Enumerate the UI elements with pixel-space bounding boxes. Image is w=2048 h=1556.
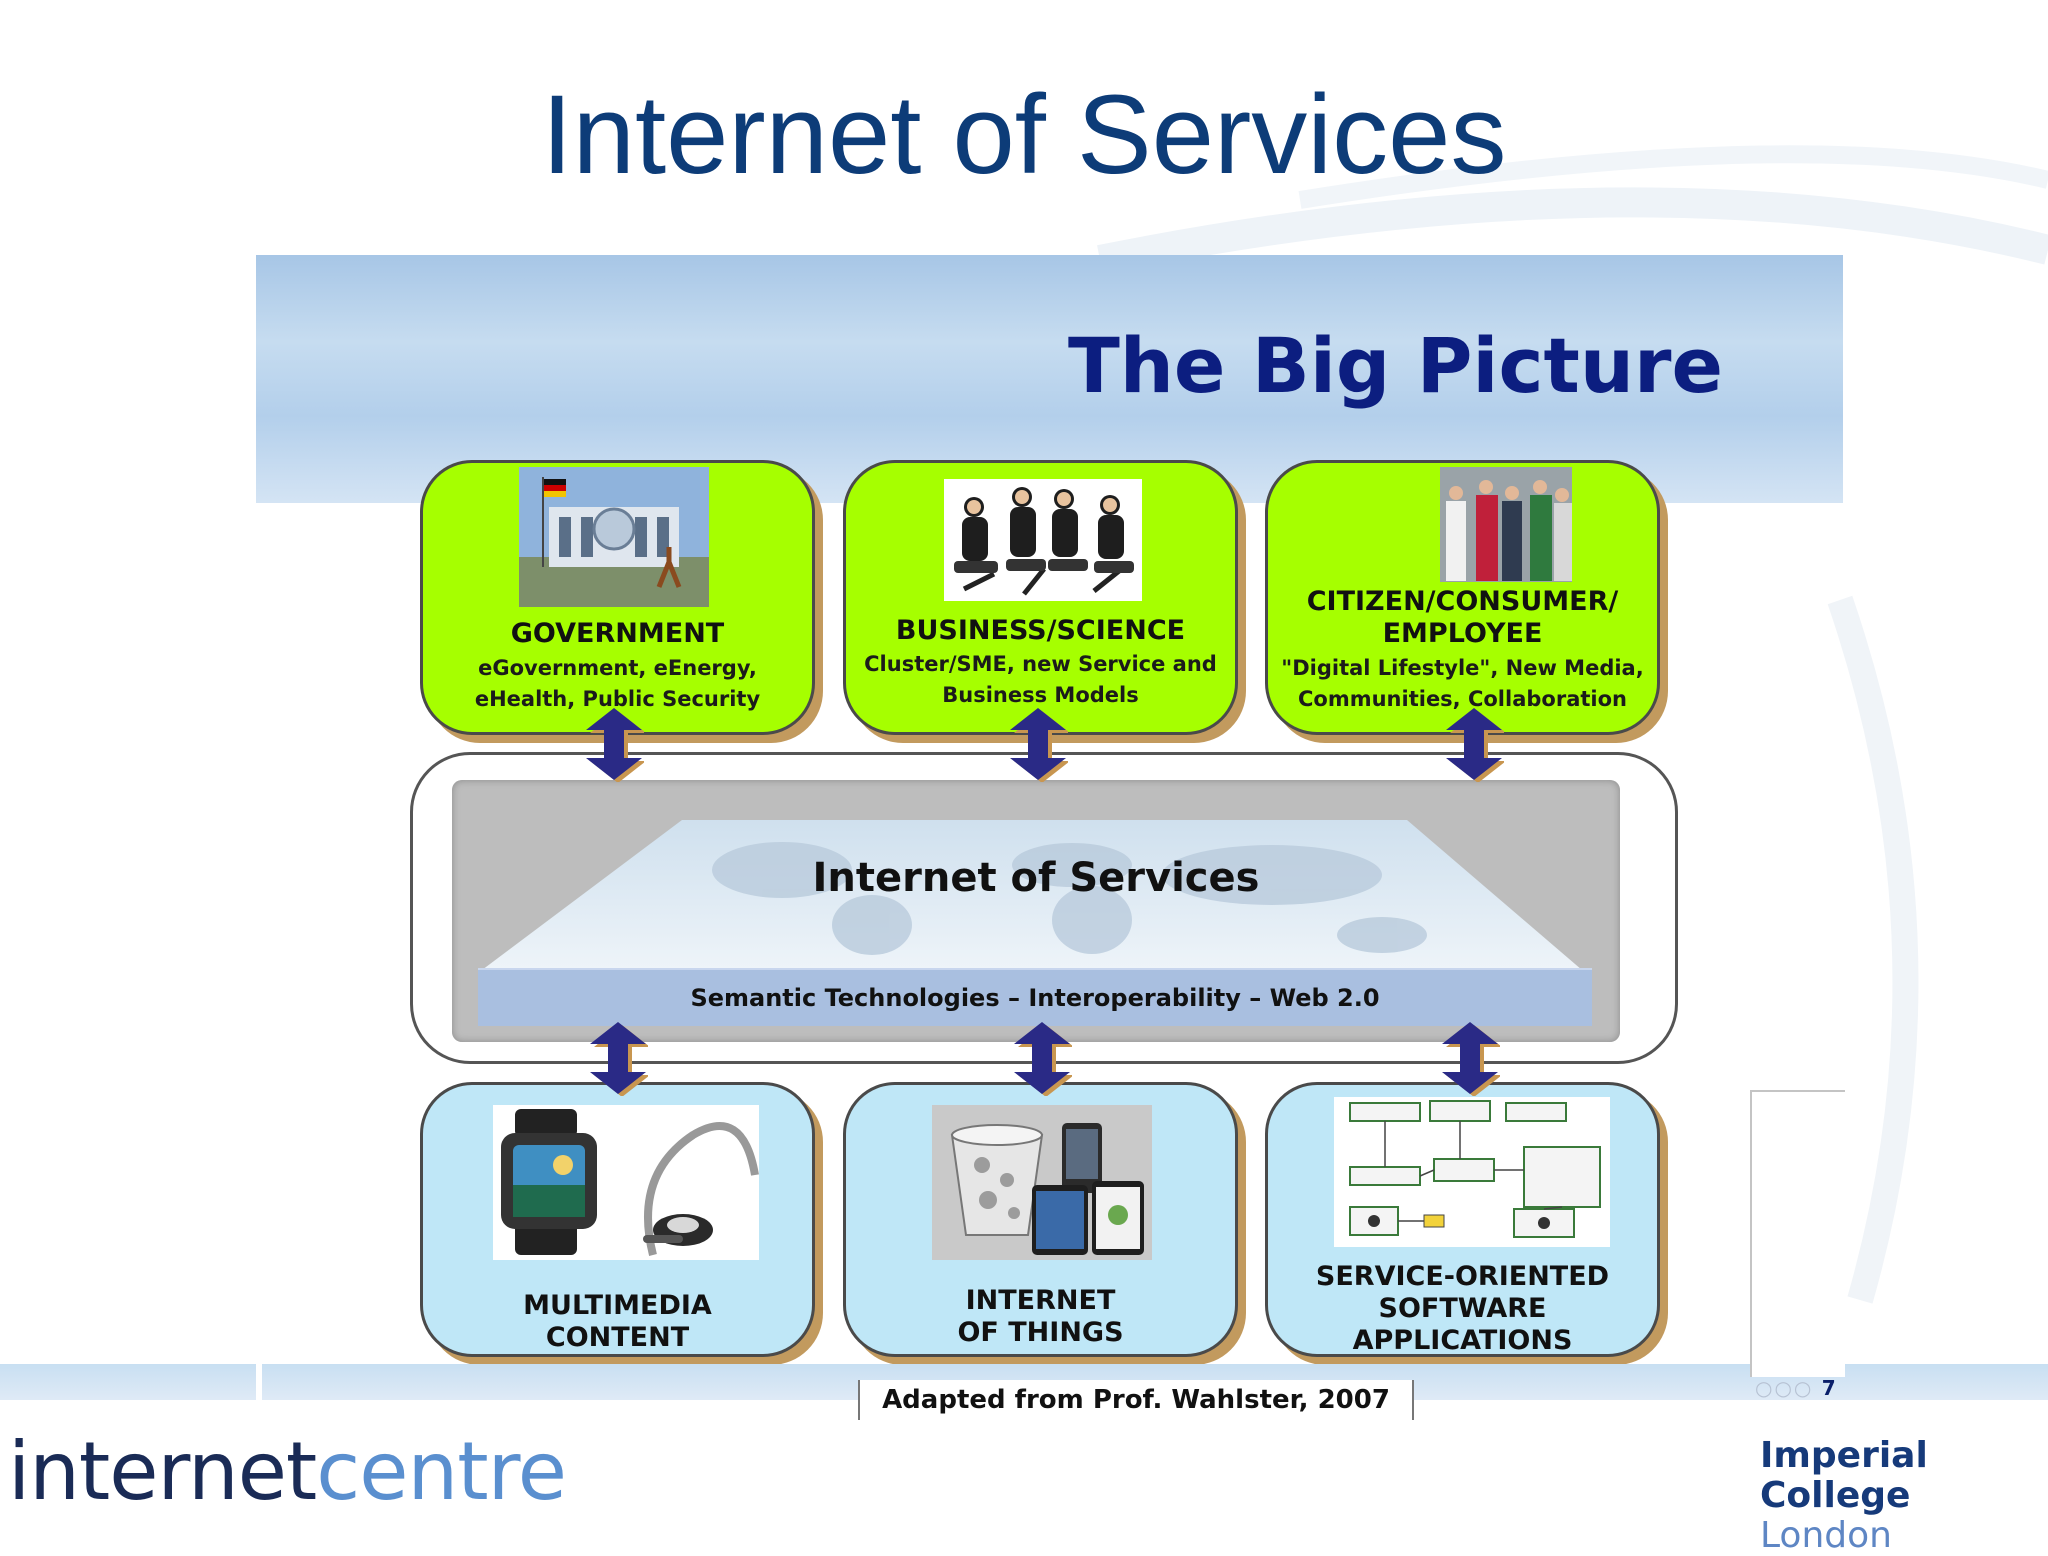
- slide-title: Internet of Services: [541, 72, 1507, 197]
- card-heading: SERVICE-ORIENTED SOFTWARE APPLICATIONS: [1315, 1261, 1610, 1356]
- double-arrow-icon: [1010, 708, 1068, 782]
- card-multimedia-content: MULTIMEDIA CONTENT: [420, 1082, 815, 1357]
- logo-imperial-college: Imperial College: [1760, 1435, 1928, 1516]
- double-arrow-icon: [586, 708, 644, 782]
- double-arrow-icon: [1442, 1022, 1500, 1096]
- card-description: Cluster/SME, new Service and Business Mo…: [864, 652, 1217, 707]
- double-arrow-icon: [1014, 1022, 1072, 1096]
- double-arrow-icon: [1446, 708, 1504, 782]
- card-description: "Digital Lifestyle", New Media, Communit…: [1281, 656, 1644, 711]
- logo-london: London: [1760, 1515, 1892, 1556]
- double-arrow-icon: [590, 1022, 648, 1096]
- side-panel: [1750, 1090, 1845, 1377]
- card-heading: MULTIMEDIA CONTENT: [523, 1290, 712, 1353]
- slide-number: ○○○ 7: [1755, 1376, 1838, 1400]
- card-heading: BUSINESS/SCIENCE: [895, 615, 1186, 646]
- government-building-image: [519, 467, 709, 607]
- business-people-image: [944, 479, 1142, 601]
- card-citizen-consumer-employee: CITIZEN/CONSUMER/ EMPLOYEE "Digital Life…: [1265, 460, 1660, 735]
- card-heading: INTERNET OF THINGS: [957, 1285, 1124, 1348]
- world-map-plane: [482, 820, 1582, 970]
- semantic-technologies-strip: Semantic Technologies – Interoperability…: [478, 968, 1592, 1026]
- smart-devices-image: [932, 1105, 1152, 1260]
- card-internet-of-things: INTERNET OF THINGS: [843, 1082, 1238, 1357]
- logo-part-internet: internet: [8, 1425, 317, 1518]
- citizens-crowd-image: [1440, 467, 1572, 582]
- band-divider: [256, 1364, 262, 1400]
- card-business-science: BUSINESS/SCIENCE Cluster/SME, new Servic…: [843, 460, 1238, 735]
- internet-of-services-label: Internet of Services: [812, 855, 1260, 901]
- card-heading: GOVERNMENT: [510, 618, 725, 649]
- soa-diagram-image: [1334, 1097, 1610, 1247]
- card-description: eGovernment, eEnergy, eHealth, Public Se…: [474, 656, 761, 711]
- internetcentre-logo: internetcentre: [8, 1425, 567, 1518]
- banner-title: The Big Picture: [1067, 321, 1723, 410]
- card-service-oriented-software: SERVICE-ORIENTED SOFTWARE APPLICATIONS: [1265, 1082, 1660, 1357]
- card-heading: CITIZEN/CONSUMER/ EMPLOYEE: [1306, 586, 1619, 649]
- card-government: GOVERNMENT eGovernment, eEnergy, eHealth…: [420, 460, 815, 735]
- figure-caption: Adapted from Prof. Wahlster, 2007: [858, 1380, 1414, 1420]
- imperial-college-logo: Imperial College London: [1760, 1436, 2040, 1556]
- watch-and-headset-image: [493, 1105, 759, 1260]
- logo-part-centre: centre: [316, 1425, 567, 1518]
